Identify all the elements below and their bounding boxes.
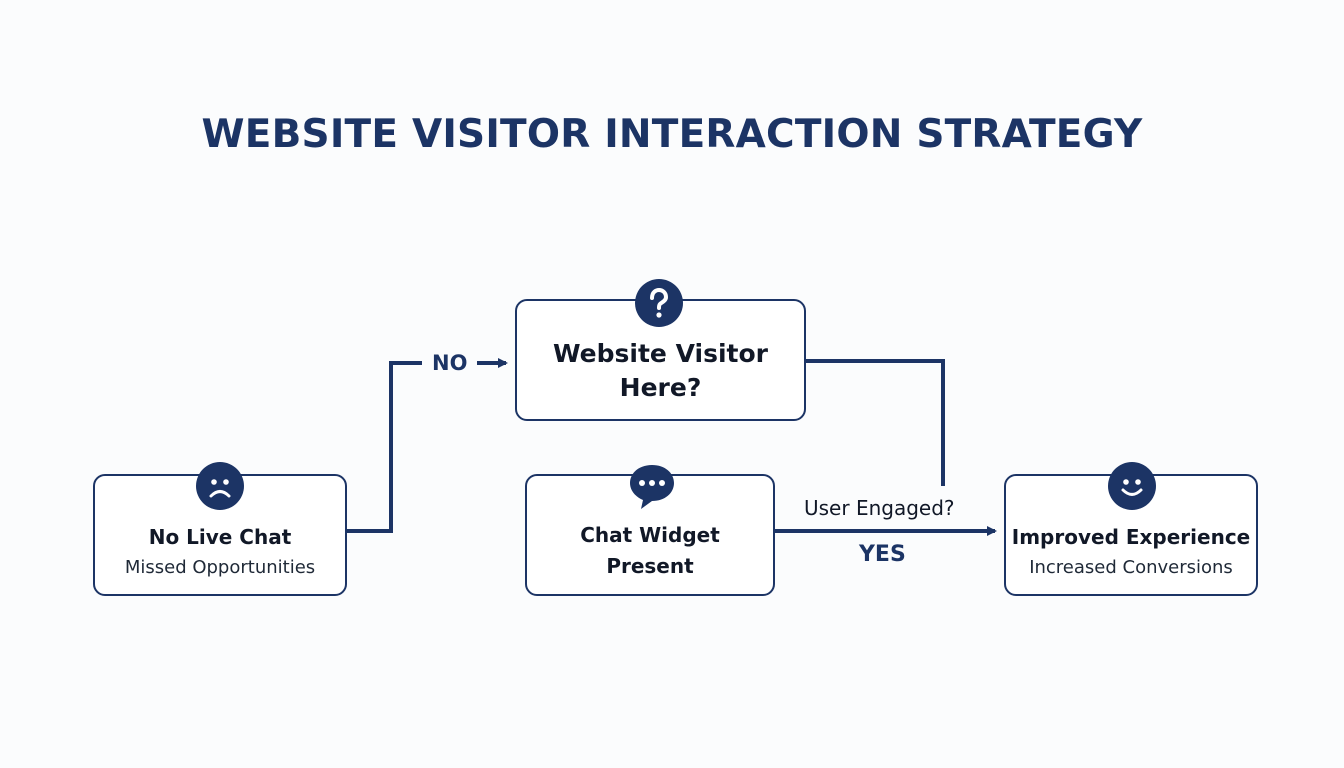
node-website-visitor-line1: Website Visitor: [553, 339, 768, 368]
node-improved-experience-title: Improved Experience: [1011, 525, 1251, 549]
connector-visitor-down: [806, 359, 945, 486]
connector-no-chat-up: [346, 361, 422, 533]
node-no-live-chat-subtitle: Missed Opportunities: [124, 557, 316, 578]
sad-face-icon: [196, 462, 244, 510]
smile-face-icon: [1108, 462, 1156, 510]
node-chat-widget-line2: Present: [606, 554, 694, 578]
node-improved-experience-subtitle: Increased Conversions: [1029, 557, 1233, 578]
edge-label-no: NO: [432, 351, 468, 375]
question-icon: [635, 279, 683, 327]
node-website-visitor-line2: Here?: [619, 373, 702, 402]
node-chat-widget-line1: Chat Widget: [580, 523, 720, 547]
node-no-live-chat-title: No Live Chat: [148, 525, 292, 549]
chat-bubble-icon: [626, 461, 678, 513]
edge-label-user-engaged: User Engaged?: [804, 496, 955, 520]
node-no-live-chat: No Live Chat Missed Opportunities: [93, 474, 347, 596]
edge-label-yes: YES: [859, 542, 906, 567]
page-title: WEBSITE VISITOR INTERACTION STRATEGY: [201, 112, 1143, 157]
